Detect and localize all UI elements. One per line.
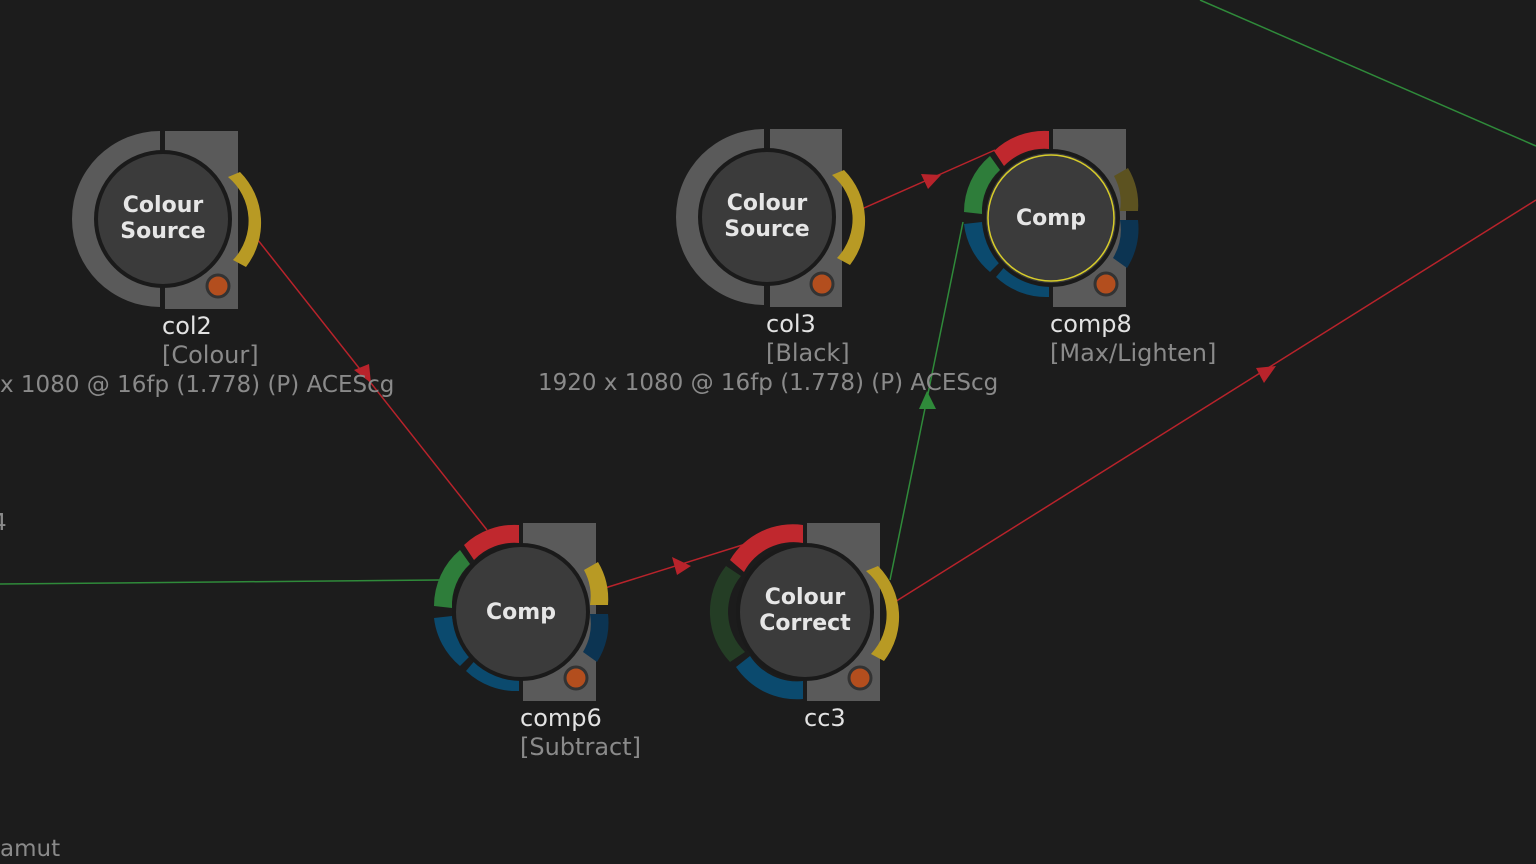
node-name-label: col2: [162, 312, 212, 340]
node-title-line1: Colour: [123, 193, 204, 218]
node-body[interactable]: [736, 543, 874, 681]
input-port-blue[interactable]: [736, 656, 803, 700]
node-title-line2: Correct: [759, 611, 851, 636]
input-port-red[interactable]: [730, 524, 803, 572]
node-cc3[interactable]: Colour Correct cc3: [709, 523, 900, 732]
input-port-blue-right[interactable]: [583, 614, 609, 662]
node-title-line2: Source: [724, 217, 809, 242]
link-green-left-to-comp6[interactable]: [0, 579, 441, 585]
selected-outline: [987, 154, 1115, 282]
node-col2[interactable]: Colour Source col2 [Colour] x 1080 @ 16f…: [0, 131, 394, 398]
link-arrow: [921, 174, 941, 189]
link-green-top-right[interactable]: [1199, 0, 1536, 147]
link-arrow: [354, 364, 371, 383]
link-arrow: [919, 391, 936, 409]
node-source-arc: [676, 129, 764, 305]
offscreen-node-fragment: 4: [0, 510, 7, 536]
input-port-blue-lower-left[interactable]: [964, 222, 1002, 272]
node-name-label: comp8: [1050, 310, 1132, 338]
input-port-green[interactable]: [709, 566, 745, 662]
node-info-label: x 1080 @ 16fp (1.778) (P) ACEScg: [0, 372, 394, 398]
node-body[interactable]: [982, 149, 1120, 287]
node-body[interactable]: [452, 543, 590, 681]
node-info-label: 1920 x 1080 @ 16fp (1.778) (P) ACEScg: [538, 370, 998, 396]
node-body[interactable]: [94, 150, 232, 288]
input-port-blue-right[interactable]: [1113, 220, 1139, 268]
input-port-b-green[interactable]: [963, 156, 1000, 214]
node-sub-label: [Max/Lighten]: [1050, 339, 1216, 367]
link-arrow: [1256, 366, 1276, 383]
node-title: Comp: [486, 600, 556, 625]
input-port-b-green[interactable]: [433, 550, 470, 608]
output-port[interactable]: [584, 562, 609, 605]
input-port-blue-lower-left[interactable]: [434, 616, 472, 666]
node-col3[interactable]: Colour Source col3 [Black] 1920 x 1080 @…: [538, 129, 998, 396]
node-comp8[interactable]: Comp comp8 [Max/Lighten]: [963, 129, 1216, 367]
node-name-label: cc3: [804, 704, 846, 732]
node-name-label: comp6: [520, 704, 602, 732]
node-title-line1: Colour: [765, 585, 846, 610]
offscreen-info-fragment: amut: [0, 836, 60, 862]
output-port[interactable]: [228, 172, 262, 267]
mask-port[interactable]: [1093, 271, 1119, 297]
mask-port[interactable]: [847, 665, 873, 691]
node-comp6[interactable]: Comp comp6 [Subtract]: [433, 523, 641, 761]
input-port-a-red[interactable]: [994, 130, 1049, 166]
mask-port[interactable]: [205, 273, 231, 299]
node-sub-label: [Colour]: [162, 341, 259, 369]
node-sub-label: [Subtract]: [520, 733, 641, 761]
node-body[interactable]: [698, 148, 836, 286]
node-sub-label: [Black]: [766, 339, 850, 367]
node-title: Comp: [1016, 206, 1086, 231]
output-port[interactable]: [866, 566, 900, 661]
node-title-line1: Colour: [727, 191, 808, 216]
links: [0, 0, 1536, 606]
node-source-arc: [72, 131, 160, 307]
link-arrow: [672, 557, 691, 575]
mask-port[interactable]: [563, 665, 589, 691]
input-port-a-red[interactable]: [464, 524, 519, 560]
link-red-right-offscreen[interactable]: [889, 199, 1536, 606]
output-port[interactable]: [832, 170, 866, 265]
output-port-dim[interactable]: [1114, 168, 1139, 211]
node-name-label: col3: [766, 310, 816, 338]
node-title-line2: Source: [120, 219, 205, 244]
mask-port[interactable]: [809, 271, 835, 297]
